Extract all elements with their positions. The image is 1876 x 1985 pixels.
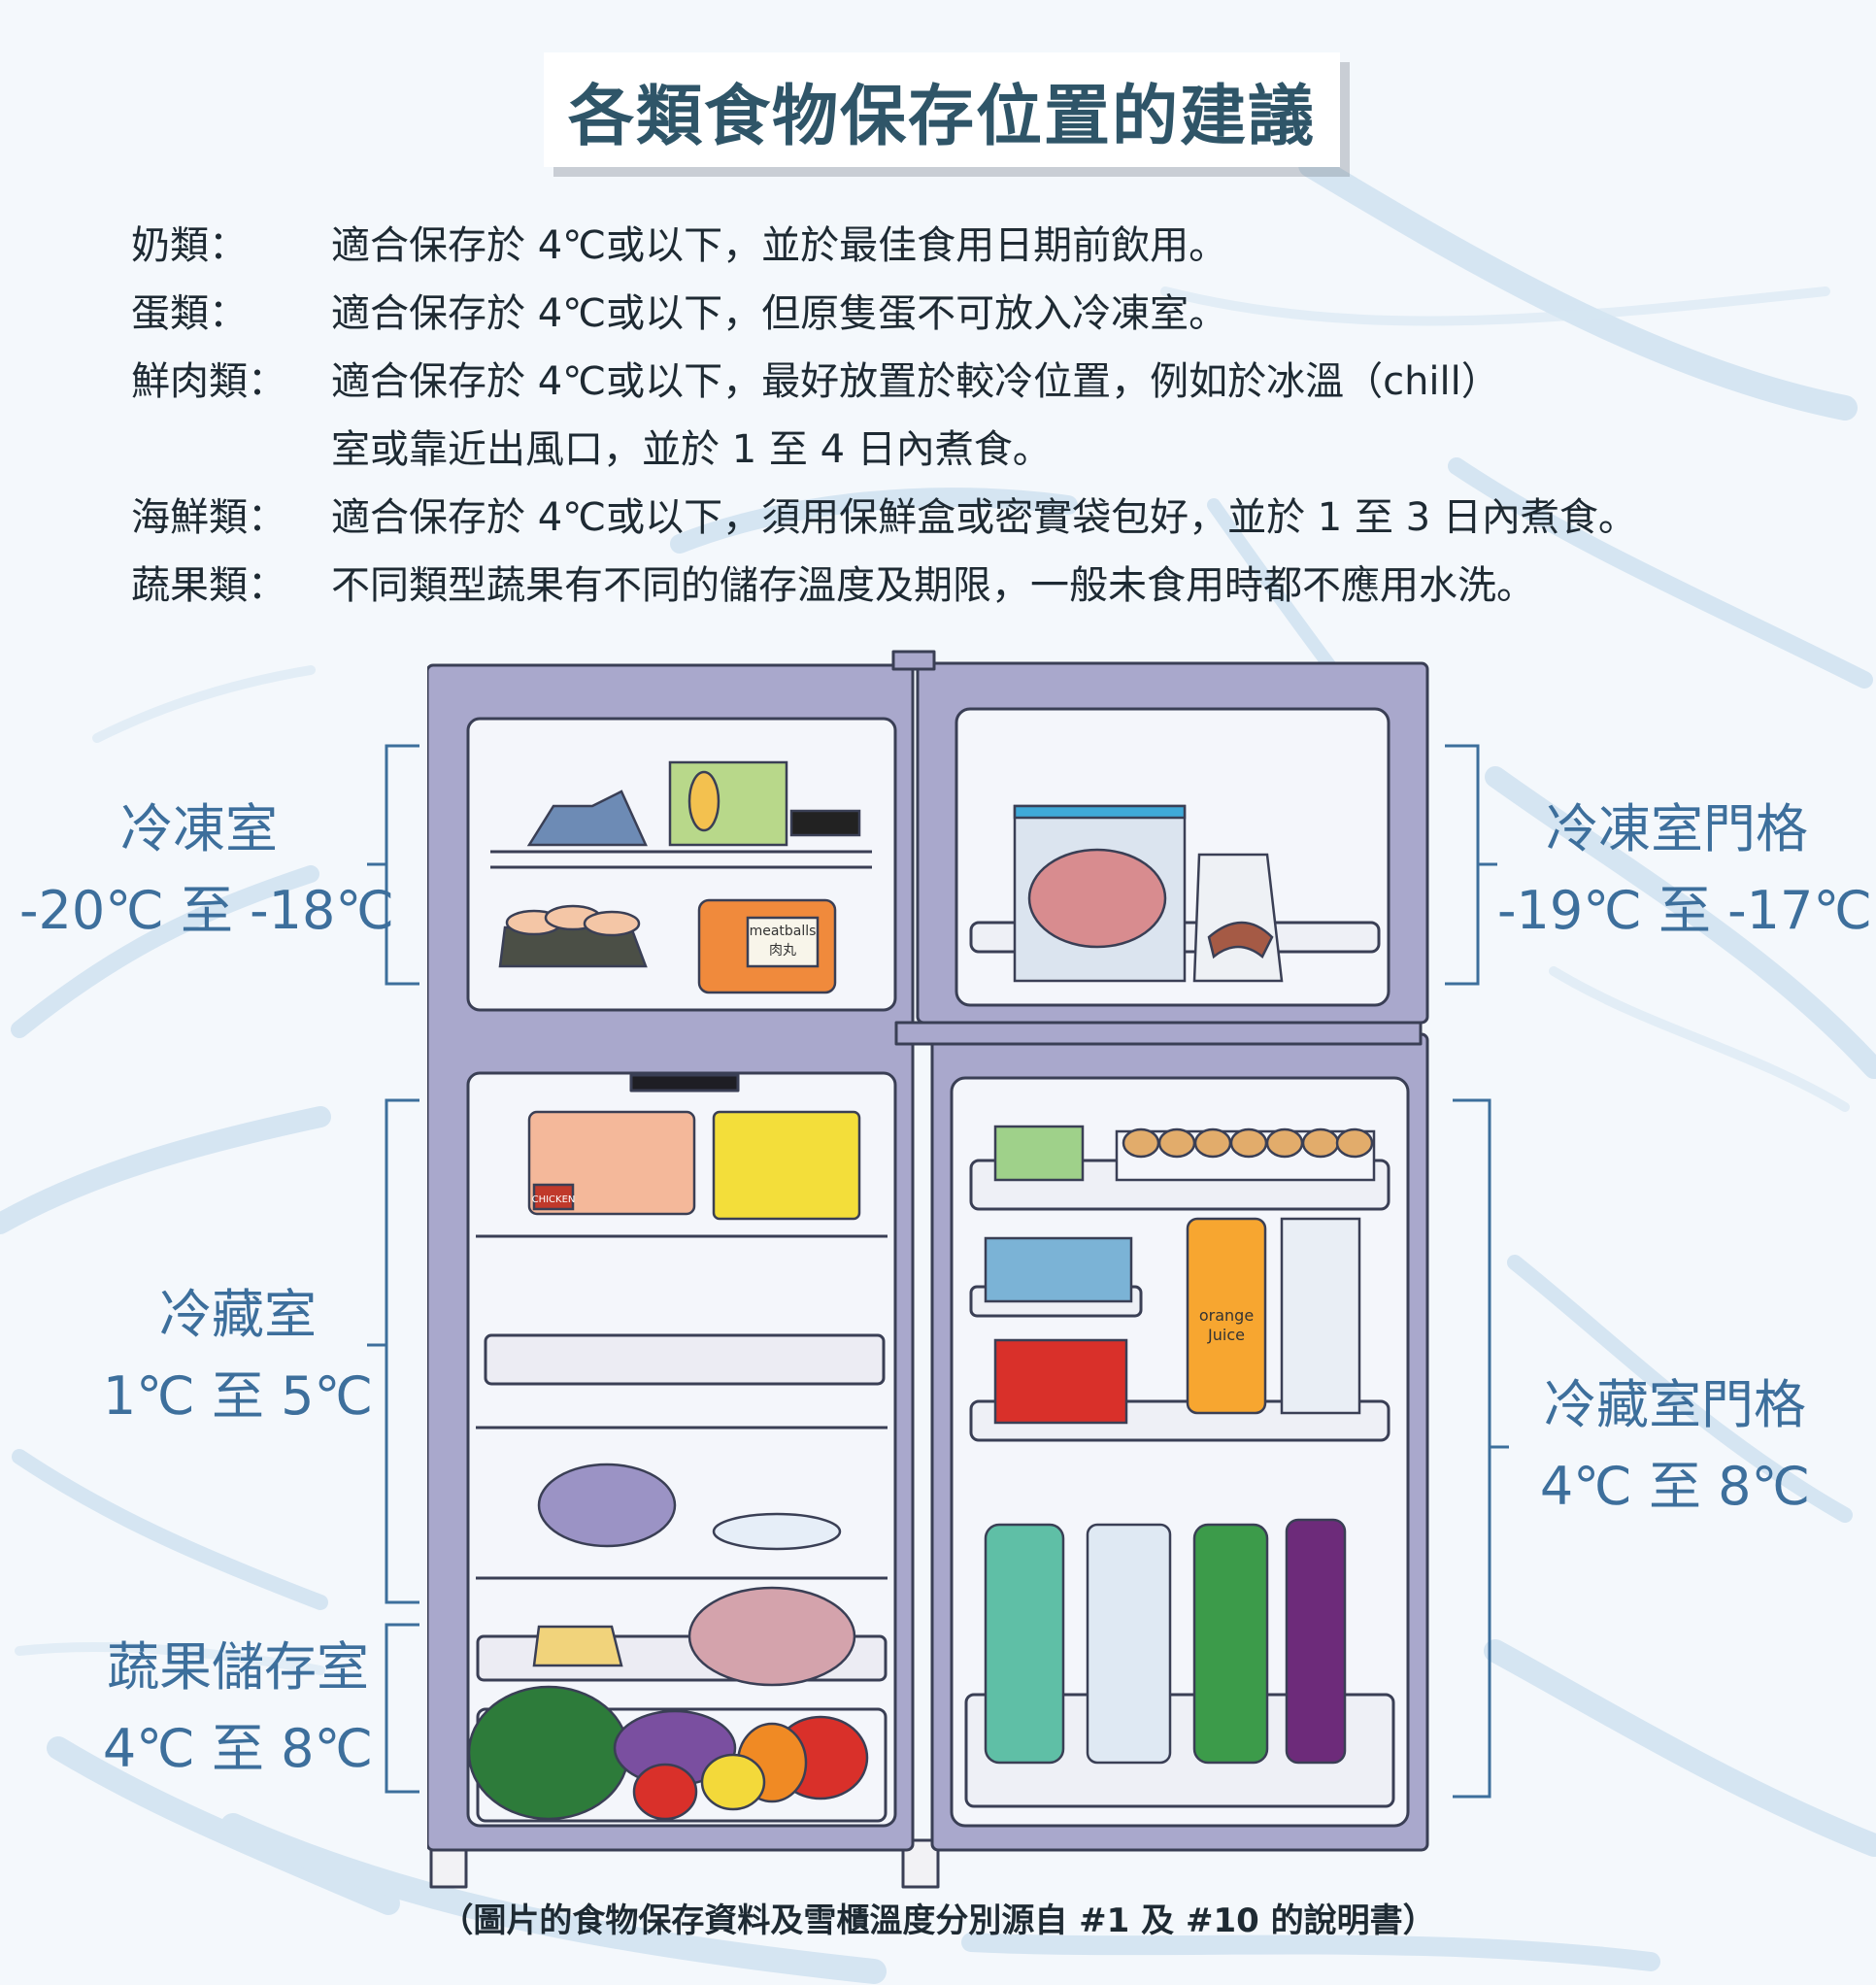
tip-fresh-meat: 鮮肉類： 適合保存於 4℃或以下，最好放置於較冷位置，例如於冰溫（chill） … <box>131 348 1801 484</box>
cheese <box>532 1625 623 1667</box>
fridge-door-zone-label: 冷藏室門格 4℃ 至 8℃ <box>1495 1364 1855 1528</box>
zone-name: 冷藏室門格 <box>1544 1374 1806 1435</box>
yogurt-cups <box>984 1236 1133 1303</box>
milk-carton <box>1280 1217 1361 1415</box>
fridge-illustration: meatballs 肉丸 CHICKEN <box>427 650 1429 1889</box>
juice-label: Juice <box>1207 1326 1245 1344</box>
meatballs-label-cn: 肉丸 <box>769 943 796 959</box>
tip-text: 不同類型蔬果有不同的儲存溫度及期限，一般未食用時都不應用水洗。 <box>331 552 1801 620</box>
tip-label: 奶類： <box>131 223 248 268</box>
door-latch <box>891 650 936 671</box>
tip-label: 海鮮類： <box>131 495 286 540</box>
zone-temperature: 4℃ 至 8℃ <box>1539 1456 1811 1517</box>
sausages <box>1207 921 1274 959</box>
tip-produce: 蔬果類： 不同類型蔬果有不同的儲存溫度及期限，一般未食用時都不應用水洗。 <box>131 552 1801 620</box>
water-jug <box>1086 1523 1172 1765</box>
frozen-meat <box>1027 848 1167 949</box>
tip-text: 適合保存於 4℃或以下，並於最佳食用日期前飲用。 <box>331 212 1801 280</box>
freezer-door-zone-label: 冷凍室門格 -19℃ 至 -17℃ <box>1497 789 1873 952</box>
freezer-zone-label: 冷凍室 -20℃ 至 -18℃ <box>19 789 395 952</box>
zone-temperature: -20℃ 至 -18℃ <box>19 880 395 941</box>
green-drink-bottle <box>1192 1523 1269 1765</box>
tip-label: 鮮肉類： <box>131 359 286 404</box>
tip-line: 適合保存於 4℃或以下，須用保鮮盒或密實袋包好，並於 1 至 3 日內煮食。 <box>331 495 1637 540</box>
water-bottle <box>984 1523 1065 1765</box>
yellow-pepper <box>700 1753 766 1811</box>
title-card: 各類食物保存位置的建議 <box>544 52 1340 167</box>
tip-line: 不同類型蔬果有不同的儲存溫度及期限，一般未食用時都不應用水洗。 <box>331 563 1535 608</box>
tip-line: 適合保存於 4℃或以下，最好放置於較冷位置，例如於冰溫（chill） <box>331 359 1500 404</box>
meatballs-label: meatballs <box>750 924 817 939</box>
tip-dairy: 奶類： 適合保存於 4℃或以下，並於最佳食用日期前飲用。 <box>131 212 1801 280</box>
tip-label: 蔬果類： <box>131 563 286 608</box>
orange-juice-bottle <box>1186 1217 1267 1415</box>
zone-temperature: 4℃ 至 8℃ <box>102 1718 374 1779</box>
fridge-zone-label: 冷藏室 1℃ 至 5℃ <box>58 1274 418 1437</box>
chicken-label: CHICKEN <box>532 1194 576 1205</box>
crisper-zone-label: 蔬果儲存室 4℃ 至 8℃ <box>58 1627 418 1790</box>
tip-eggs: 蛋類： 適合保存於 4℃或以下，但原隻蛋不可放入冷凍室。 <box>131 280 1801 348</box>
tip-line: 適合保存於 4℃或以下，並於最佳食用日期前飲用。 <box>331 223 1228 268</box>
watermelon <box>467 1685 630 1821</box>
source-footnote: （圖片的食物保存資料及雪櫃溫度分別源自 #1 及 #10 的說明書） <box>440 1901 1436 1940</box>
pot <box>687 1586 856 1687</box>
wine-bottle <box>1285 1518 1347 1765</box>
page-title: 各類食物保存位置的建議 <box>567 77 1316 155</box>
tip-text: 適合保存於 4℃或以下，但原隻蛋不可放入冷凍室。 <box>331 280 1801 348</box>
juice-label: orange <box>1199 1306 1254 1325</box>
frozen-dumpling-bag <box>712 1110 861 1221</box>
tip-line: 適合保存於 4℃或以下，但原隻蛋不可放入冷凍室。 <box>331 291 1228 336</box>
tip-text: 適合保存於 4℃或以下，最好放置於較冷位置，例如於冰溫（chill） 室或靠近出… <box>331 348 1801 484</box>
storage-tips-list: 奶類： 適合保存於 4℃或以下，並於最佳食用日期前飲用。 蛋類： 適合保存於 4… <box>131 212 1801 620</box>
ice-pop-box <box>668 760 788 847</box>
door-hinge <box>894 1021 1423 1046</box>
ice-cream-cones <box>526 790 648 847</box>
freezer-food-pack <box>789 809 861 837</box>
tip-line: 室或靠近出風口，並於 1 至 4 日內煮食。 <box>331 427 1052 472</box>
sausage-bag <box>1192 853 1284 983</box>
tip-text: 適合保存於 4℃或以下，須用保鮮盒或密實袋包好，並於 1 至 3 日內煮食。 <box>331 484 1801 552</box>
zone-temperature: -19℃ 至 -17℃ <box>1497 880 1873 941</box>
zone-name: 冷凍室 <box>120 798 278 859</box>
zone-temperature: 1℃ 至 5℃ <box>102 1365 374 1427</box>
pudding-cups <box>993 1125 1085 1182</box>
dish-plate <box>712 1512 842 1551</box>
zone-name: 蔬果儲存室 <box>107 1636 369 1698</box>
tip-seafood: 海鮮類： 適合保存於 4℃或以下，須用保鮮盒或密實袋包好，並於 1 至 3 日內… <box>131 484 1801 552</box>
fridge-vent <box>629 1073 740 1093</box>
chill-drawer <box>484 1333 886 1386</box>
zone-name: 冷藏室 <box>159 1284 317 1345</box>
tomato <box>632 1763 698 1821</box>
salad-bowl <box>537 1463 677 1548</box>
tip-label: 蛋類： <box>131 291 248 336</box>
ketchup-bottles <box>993 1338 1128 1425</box>
zone-name: 冷凍室門格 <box>1546 798 1808 859</box>
